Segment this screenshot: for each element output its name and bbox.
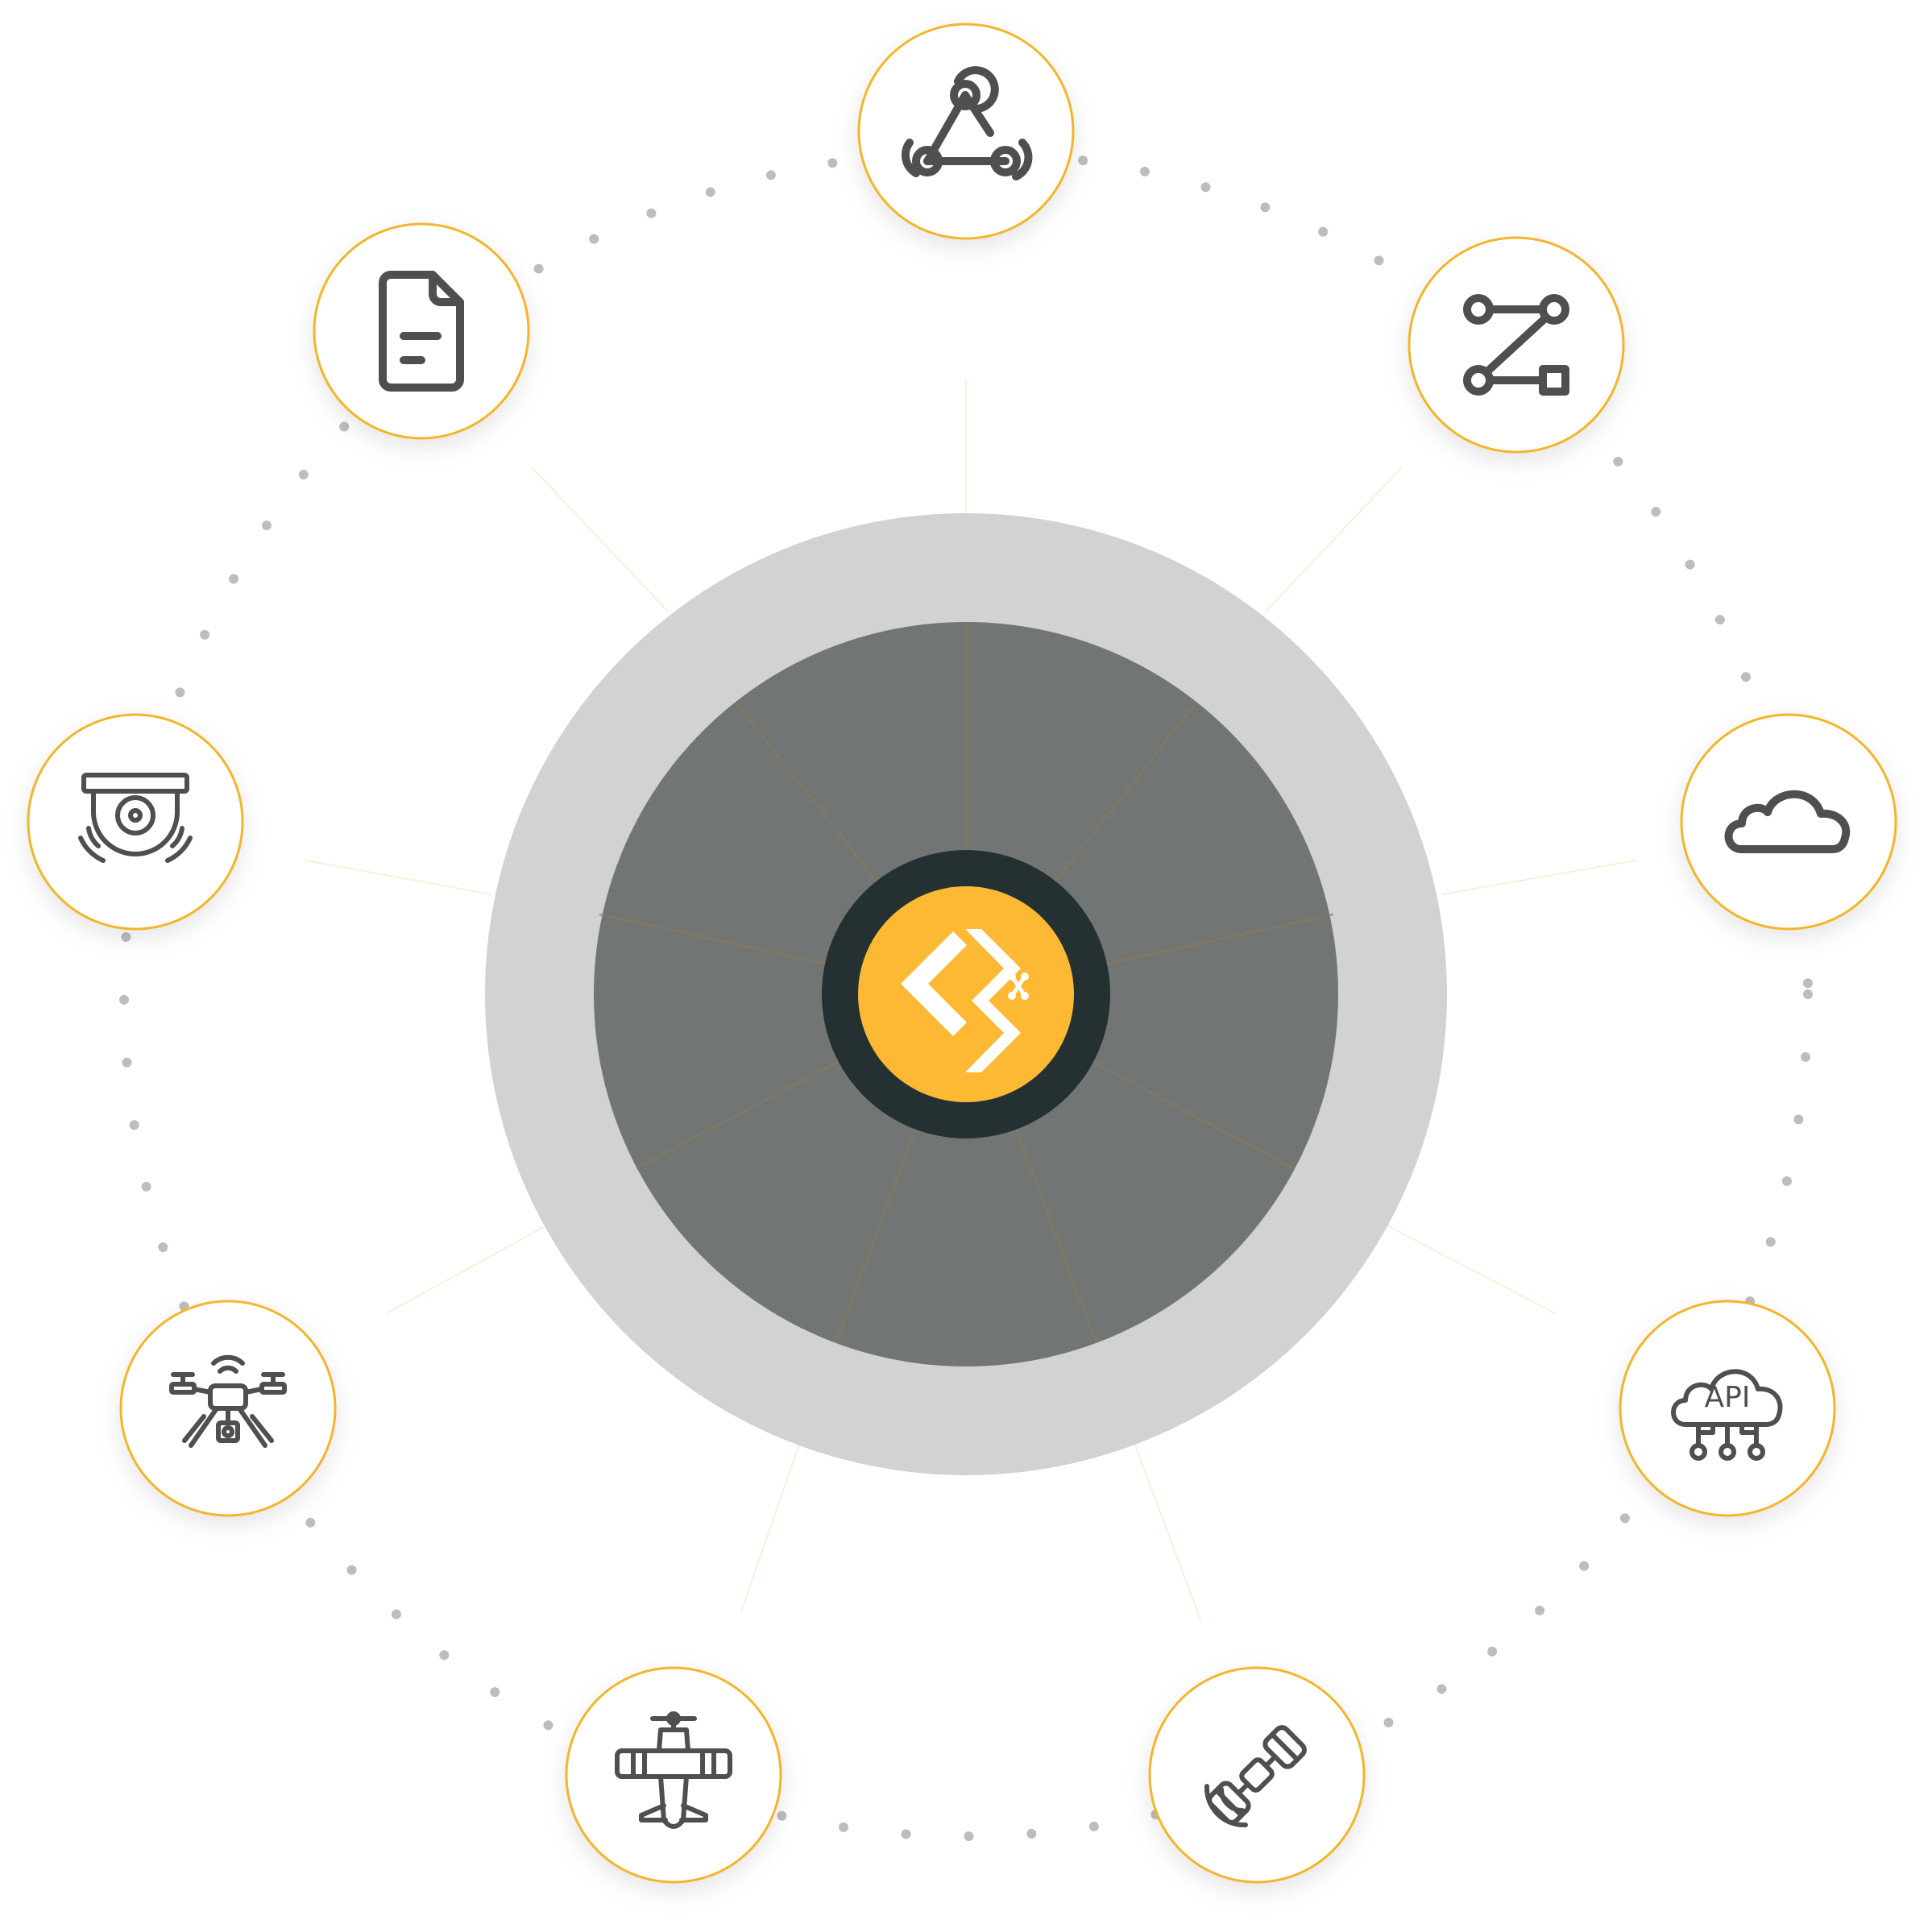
node-airplane [565,1666,782,1884]
central-hub [485,513,1447,1475]
node-api-cloud: API [1619,1300,1836,1517]
webhook-icon [901,66,1033,180]
node-document [313,222,530,440]
node-cloud-circle [1680,713,1897,931]
satellite-icon [1204,1725,1307,1828]
node-security-camera [27,713,244,931]
outer-spokes [305,379,1636,1620]
node-api-cloud-circle [1619,1300,1836,1517]
node-workflow [1408,236,1625,454]
workflow-icon [1463,294,1569,396]
node-document-circle [313,222,530,440]
document-icon [379,271,464,392]
api-cloud-icon [1671,1369,1783,1461]
node-drone [119,1300,337,1517]
airplane-icon [615,1711,732,1829]
api-label: API [1705,1381,1751,1414]
node-cloud [1680,713,1897,931]
node-satellite [1148,1666,1366,1884]
node-webhook-circle [857,23,1075,240]
integration-nodes: API [27,23,1897,1884]
drone-icon [169,1354,287,1448]
hub-core [858,886,1074,1102]
orbit-dotted-ring [119,147,1813,1841]
connector-logo-icon [901,929,1029,1072]
cloud-icon [1724,790,1851,853]
node-webhook [857,23,1075,240]
security-camera-icon [78,773,193,863]
node-satellite-circle [1148,1666,1366,1884]
